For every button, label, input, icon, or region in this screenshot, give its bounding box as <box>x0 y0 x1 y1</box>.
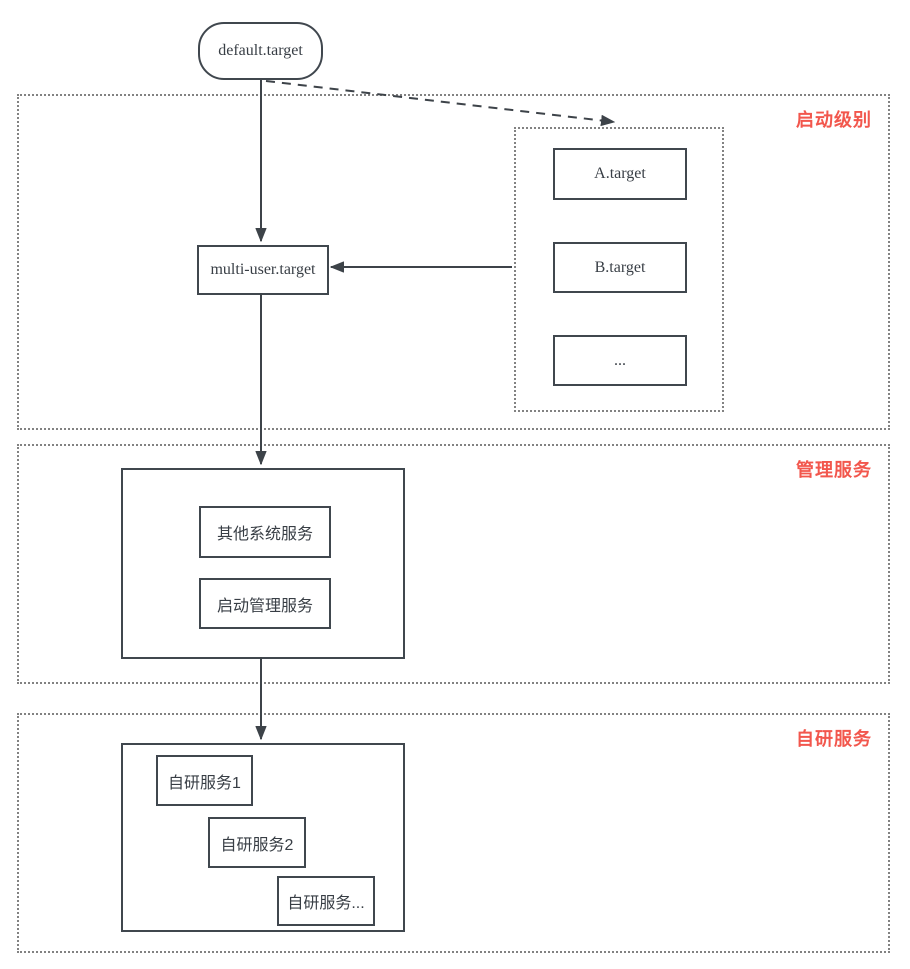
node-startup-mgmt-service: 启动管理服务 <box>199 578 331 629</box>
node-ellipsis-target: ... <box>553 335 687 386</box>
node-selfdev-more: 自研服务... <box>277 876 375 926</box>
selfdev-services-box: 自研服务1 自研服务2 自研服务... <box>121 743 405 932</box>
node-a-target: A.target <box>553 148 687 200</box>
section-selfdev: 自研服务 自研服务1 自研服务2 自研服务... <box>17 713 890 953</box>
section-boot-level: 启动级别 multi-user.target A.target B.target… <box>17 94 890 430</box>
node-selfdev-2: 自研服务2 <box>208 817 306 868</box>
section-management-label: 管理服务 <box>796 460 872 480</box>
node-default-target: default.target <box>198 22 323 80</box>
section-management: 管理服务 其他系统服务 启动管理服务 <box>17 444 890 684</box>
management-services-box: 其他系统服务 启动管理服务 <box>121 468 405 659</box>
node-b-target: B.target <box>553 242 687 293</box>
section-boot-level-label: 启动级别 <box>796 110 872 130</box>
node-multi-user-target: multi-user.target <box>197 245 329 295</box>
node-selfdev-1: 自研服务1 <box>156 755 253 806</box>
node-other-system-services: 其他系统服务 <box>199 506 331 558</box>
targets-group-container: A.target B.target ... <box>514 127 724 412</box>
section-selfdev-label: 自研服务 <box>796 729 872 749</box>
